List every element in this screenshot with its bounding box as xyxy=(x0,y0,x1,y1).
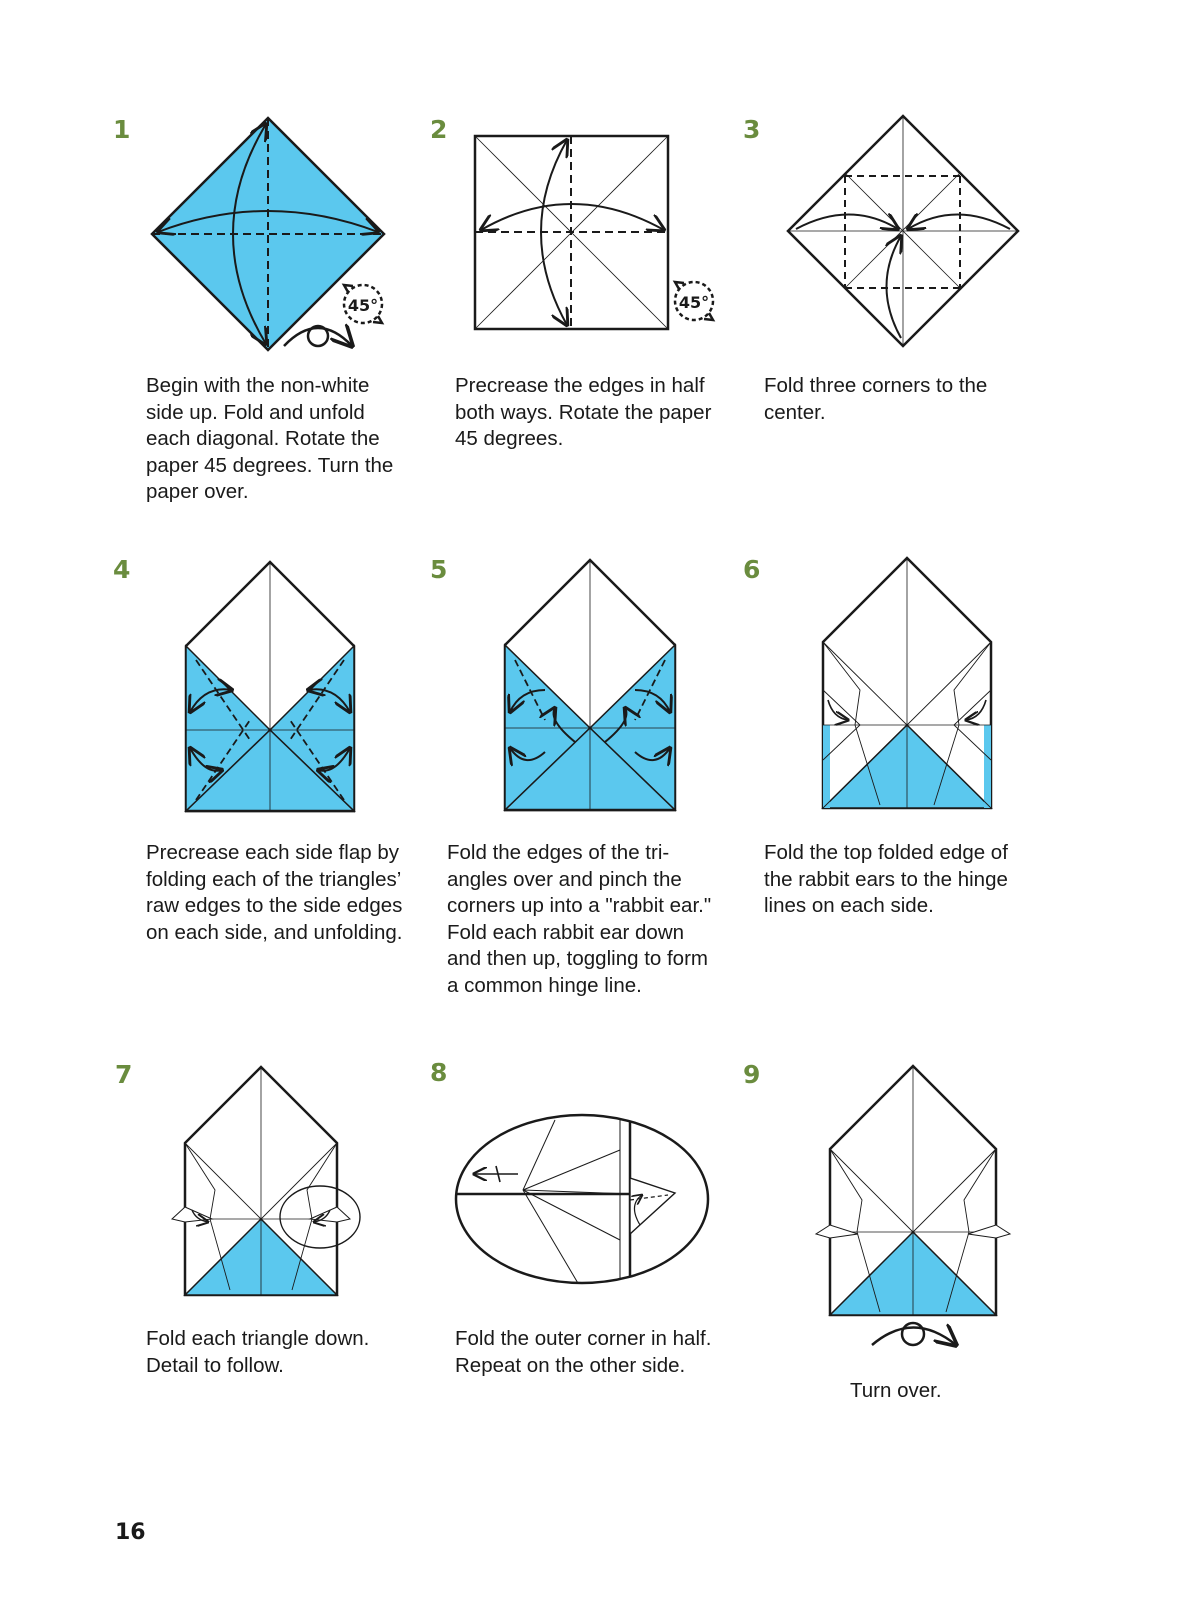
side-strip-colored xyxy=(823,725,830,808)
fold-arrow xyxy=(510,748,546,760)
step-caption: Fold three corners to the center. xyxy=(764,374,988,424)
turn-over-icon xyxy=(283,326,352,346)
fold-arrow xyxy=(604,708,626,743)
step-number: 3 xyxy=(743,115,761,144)
folded-corner-flap xyxy=(967,1224,1012,1239)
fold-arrow xyxy=(827,699,848,720)
step-caption: Precrease each side flap by folding each… xyxy=(146,841,403,944)
rotate-45-icon: 45° xyxy=(672,280,716,322)
step-1-diagram: 45° xyxy=(150,116,386,352)
fold-arrow xyxy=(510,689,546,712)
rotate-label: 45° xyxy=(348,296,378,315)
fold-arrow xyxy=(318,748,350,771)
fold-arrow xyxy=(190,689,232,712)
fold-arrow xyxy=(190,748,222,771)
fold-arrow xyxy=(540,140,567,325)
step-number: 5 xyxy=(430,555,448,584)
step-3-diagram xyxy=(786,114,1020,348)
detail-oval xyxy=(456,1115,708,1283)
fold-arrow xyxy=(634,748,670,760)
step-9-diagram xyxy=(814,1064,1012,1353)
step-6-diagram xyxy=(821,556,993,810)
fold-arrow xyxy=(887,236,902,339)
fold-arrow xyxy=(481,203,664,230)
fold-arrow xyxy=(314,1209,331,1222)
detail-circle xyxy=(279,1185,361,1249)
fold-arrow xyxy=(232,124,266,344)
folded-corner-flap xyxy=(814,1224,859,1239)
step-4-diagram xyxy=(184,560,356,813)
step-number: 7 xyxy=(115,1060,133,1089)
fold-arrow xyxy=(795,215,898,230)
step-number: 9 xyxy=(743,1060,761,1089)
step-2-diagram: 45° xyxy=(473,134,716,331)
fold-arrow xyxy=(634,1195,642,1226)
step-7-diagram xyxy=(170,1065,361,1297)
rotate-45-icon: 45° xyxy=(341,283,385,325)
step-number: 8 xyxy=(430,1058,448,1087)
fold-arrow xyxy=(308,689,350,712)
step-8-diagram xyxy=(454,1113,710,1285)
fold-arrow xyxy=(191,1209,208,1222)
fold-arrow xyxy=(554,708,576,743)
step-caption: Begin with the non-white side up. Fold a… xyxy=(146,374,394,503)
crease-line xyxy=(629,1194,669,1201)
step-number: 2 xyxy=(430,115,448,144)
step-5-diagram xyxy=(503,558,677,812)
side-strip-colored xyxy=(984,725,991,808)
step-caption: Fold the outer corner in half. Repeat on… xyxy=(455,1327,712,1377)
step-number: 1 xyxy=(113,115,131,144)
rabbit-ear-flap xyxy=(629,1177,677,1236)
fold-arrow xyxy=(908,215,1011,230)
page-number: 16 xyxy=(115,1520,146,1545)
step-caption: Turn over. xyxy=(850,1379,942,1402)
fold-arrow xyxy=(634,689,670,712)
step-caption: Fold the top folded edge of the rabbit e… xyxy=(764,841,1008,917)
repeat-arrow-icon xyxy=(474,1165,518,1183)
turn-over-icon xyxy=(871,1321,956,1345)
step-number: 6 xyxy=(743,555,761,584)
rotate-label: 45° xyxy=(679,293,709,312)
step-number: 4 xyxy=(113,555,131,584)
step-caption: Precrease the edges in half both ways. R… xyxy=(455,374,712,450)
fold-arrow xyxy=(966,699,987,720)
step-caption: Fold the edges of the tri- angles over a… xyxy=(447,841,712,997)
step-caption: Fold each triangle down. Detail to follo… xyxy=(146,1327,370,1377)
